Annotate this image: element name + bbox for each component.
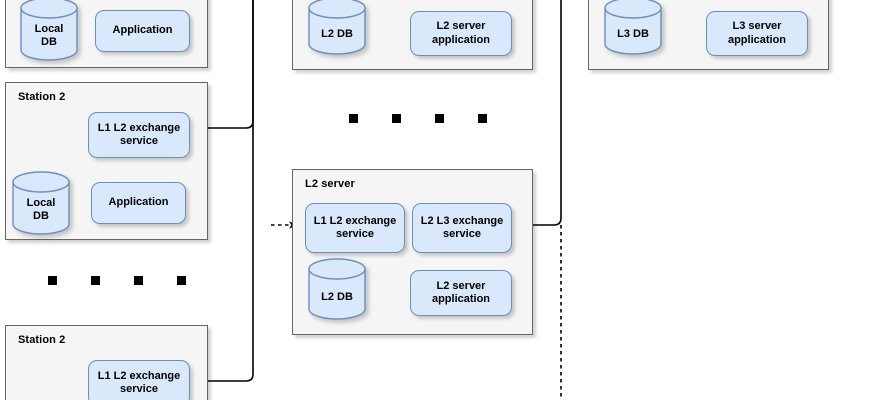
ellipsis-dot [134,276,143,285]
left-column-ellipsis [48,276,186,285]
ellipsis-dot [177,276,186,285]
l2-server-application-main[interactable]: L2 server application [410,270,512,316]
l3-db-top[interactable]: L3 DB [604,0,662,55]
l1-l2-exchange-service-station-bottom[interactable]: L1 L2 exchange service [88,360,190,400]
ellipsis-dot [48,276,57,285]
station-middle-title: Station 2 [18,91,66,103]
ellipsis-dot [349,114,358,123]
l2-server-application-top[interactable]: L2 server application [410,11,512,56]
ellipsis-dot [91,276,100,285]
l2-server-main-title: L2 server [305,178,355,190]
l1-l2-exchange-service-l2-server[interactable]: L1 L2 exchange service [305,203,405,253]
l1-l2-exchange-service-station-middle[interactable]: L1 L2 exchange service [88,112,190,158]
station-bottom-title: Station 2 [18,334,66,346]
application-station-middle[interactable]: Application [91,182,186,224]
local-db-top[interactable]: Local DB [20,0,78,61]
ellipsis-dot [478,114,487,123]
l2-db-main[interactable]: L2 DB [308,258,366,320]
l2-db-top[interactable]: L2 DB [308,0,366,55]
l3-server-application-top[interactable]: L3 server application [706,11,808,56]
local-db-station-middle[interactable]: Local DB [12,171,70,235]
ellipsis-dot [435,114,444,123]
ellipsis-dot [392,114,401,123]
l2-l3-exchange-service-l2-server[interactable]: L2 L3 exchange service [412,203,512,253]
middle-column-ellipsis [349,114,487,123]
application-top[interactable]: Application [95,10,190,52]
